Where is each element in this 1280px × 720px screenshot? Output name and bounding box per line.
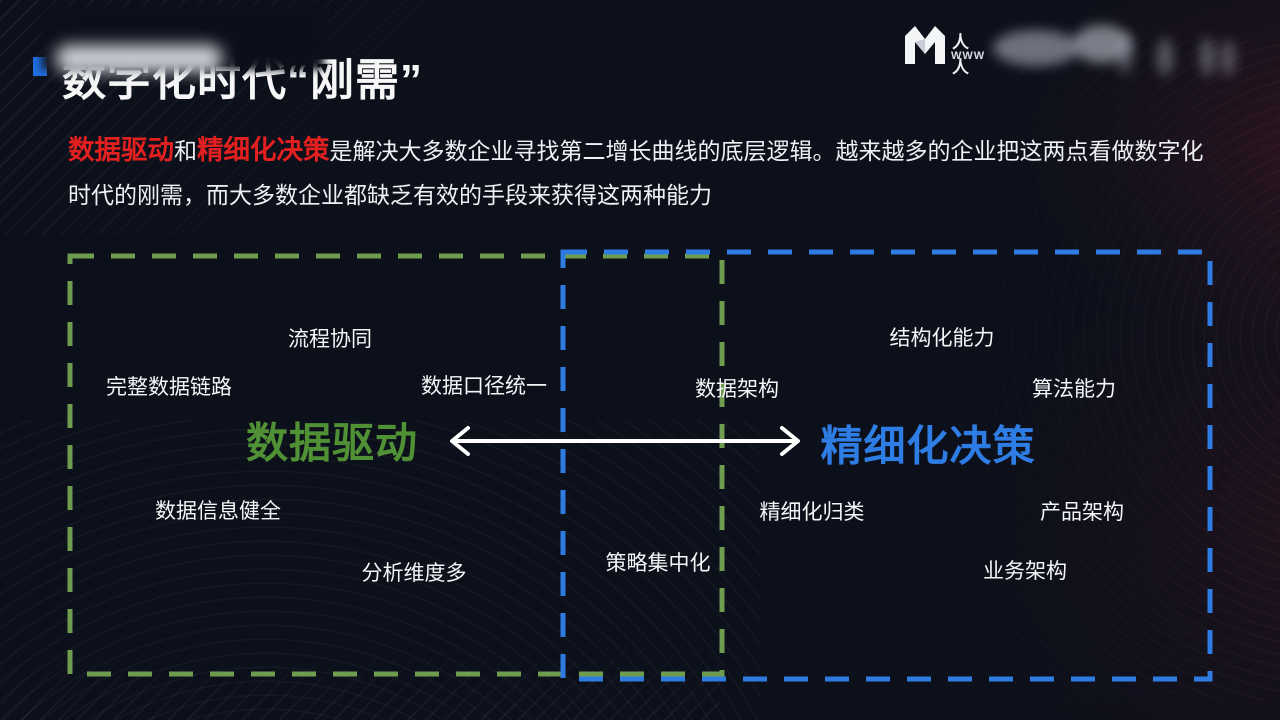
label-refined-classification: 精细化归类 [759, 501, 865, 524]
label-strategy-centralized: 策略集中化 [605, 552, 711, 575]
data-driven-title: 数据驱动 [245, 419, 419, 467]
label-algorithm-ability: 算法能力 [1032, 378, 1116, 401]
brand-text-www: WWW [951, 50, 986, 62]
watermark-blob [1157, 38, 1173, 76]
label-business-architecture: 业务架构 [983, 560, 1067, 583]
watermark-blob [993, 30, 1079, 66]
label-data-architecture: 数据架构 [695, 378, 779, 401]
brand-m-icon [905, 26, 945, 64]
label-unified-data-caliber: 数据口径统一 [421, 375, 547, 398]
label-structuring-ability: 结构化能力 [889, 327, 995, 350]
watermark-blob [1221, 40, 1235, 76]
label-complete-data-chain: 完整数据链路 [106, 376, 232, 399]
watermark-blob [1200, 38, 1215, 76]
double-arrow [450, 426, 800, 456]
label-process-synergy: 流程协同 [288, 328, 372, 351]
watermark-blob [1117, 34, 1133, 74]
label-product-architecture: 产品架构 [1040, 501, 1124, 524]
label-sound-data-info: 数据信息健全 [155, 500, 281, 523]
label-many-analysis-dims: 分析维度多 [361, 562, 467, 585]
refined-decision-title: 精细化决策 [820, 422, 1036, 470]
